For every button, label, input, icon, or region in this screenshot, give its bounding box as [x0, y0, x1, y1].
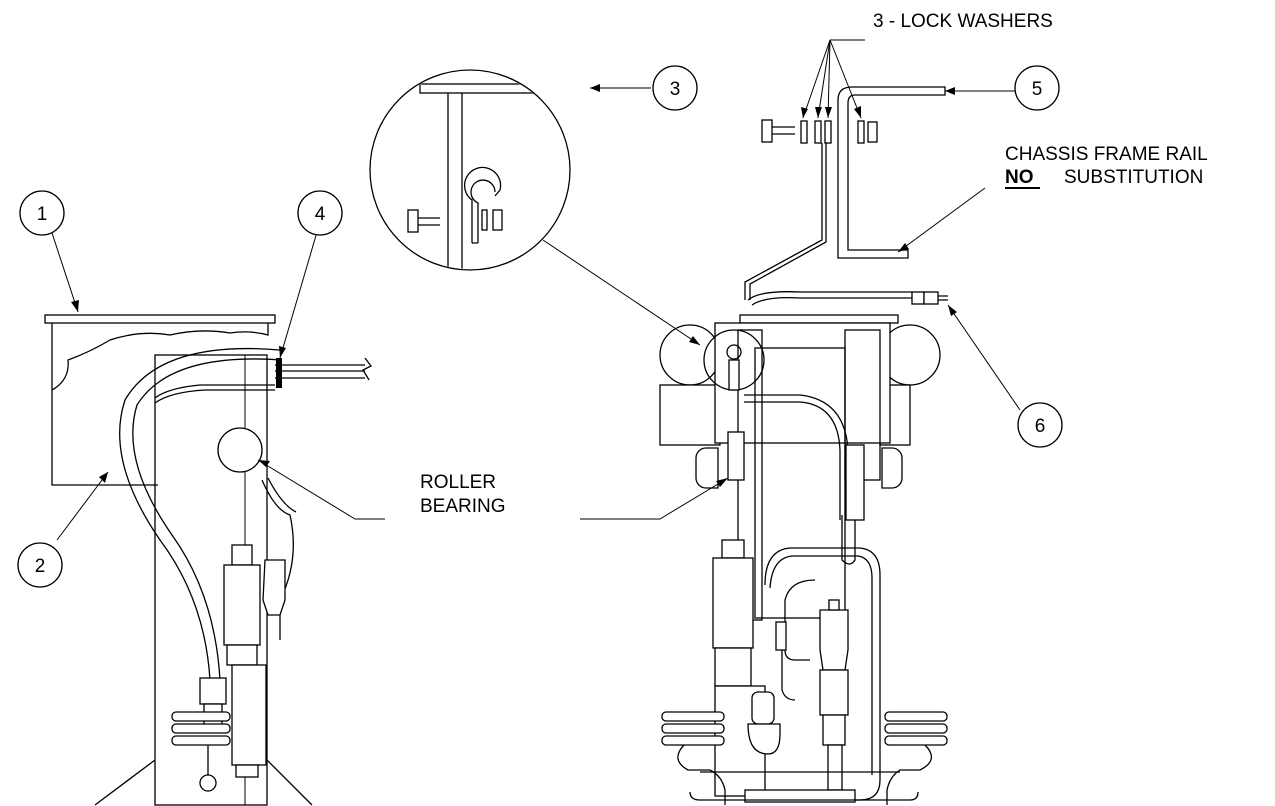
roller-label: ROLLER [420, 472, 496, 493]
callout-2-number: 2 [35, 556, 46, 577]
callout-1: 1 [19, 190, 65, 236]
chassis-frame-rail-label: CHASSIS FRAME RAIL [1005, 144, 1208, 165]
substitution-label: SUBSTITUTION [1064, 167, 1203, 188]
callout-5-number: 5 [1032, 79, 1043, 100]
callout-4: 4 [297, 190, 343, 236]
left-side-view [44, 314, 372, 806]
callout-2: 2 [17, 542, 63, 588]
bearing-label: BEARING [420, 496, 506, 517]
detail-view-circle [369, 69, 571, 271]
right-front-view [659, 86, 948, 805]
no-substitution-emphasis: NO [1005, 167, 1034, 188]
callout-6-number: 6 [1035, 416, 1046, 437]
callout-3-number: 3 [670, 79, 681, 100]
callout-1-number: 1 [37, 204, 48, 225]
callout-5: 5 [1014, 65, 1060, 111]
callout-4-number: 4 [315, 204, 326, 225]
callout-6: 6 [1017, 402, 1063, 448]
leader-lines [51, 39, 1021, 541]
callout-3: 3 [652, 65, 698, 111]
lock-washers-label: 3 - LOCK WASHERS [873, 11, 1053, 32]
